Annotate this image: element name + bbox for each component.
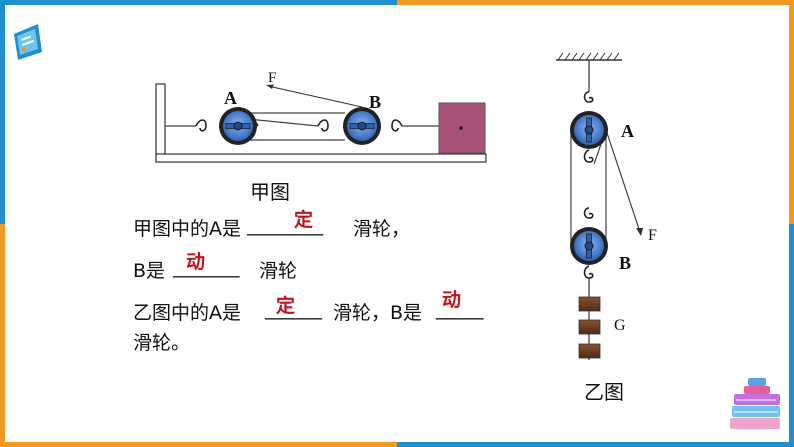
hook-icon	[195, 119, 207, 132]
pulley-a-icon	[570, 111, 608, 149]
q2-answer: 动	[186, 251, 206, 273]
wall	[155, 83, 166, 162]
figure-yi-diagram	[556, 52, 643, 360]
q3-answer-2: 动	[442, 289, 462, 311]
pulley-a-icon	[219, 107, 257, 145]
q3-middle: 滑轮，B是	[333, 302, 423, 324]
q2-prefix: B是	[133, 260, 166, 282]
jia-caption: 甲图	[250, 180, 290, 204]
q3-prefix: 乙图中的A是	[133, 302, 241, 324]
yi-caption: 乙图	[584, 380, 624, 404]
jia-label-a: A	[224, 88, 237, 108]
q2-suffix: 滑轮	[259, 260, 298, 282]
q3-blank: ______	[265, 298, 322, 320]
frame-top-right-bar	[397, 0, 794, 5]
q2-blank: _______	[173, 256, 240, 278]
frame-bottom-right-bar	[397, 442, 794, 447]
jia-label-force: F	[268, 70, 277, 86]
pulley-b-icon	[343, 107, 381, 145]
frame-right-top-bar	[789, 0, 794, 224]
yi-label-force: F	[648, 227, 657, 244]
q1-prefix: 甲图中的A是	[133, 218, 241, 240]
weight-block	[578, 343, 601, 359]
hook-icon	[391, 119, 403, 132]
yi-label-weight: G	[614, 317, 626, 334]
floor	[155, 153, 487, 163]
figure-jia-diagram	[155, 83, 487, 163]
q3-blank-2: _____	[436, 298, 484, 320]
q3-suffix: 滑轮。	[133, 332, 191, 354]
frame-right-bottom-bar	[789, 224, 794, 447]
presentation-board-icon	[14, 24, 42, 60]
frame-left-top-bar	[0, 0, 5, 224]
hook-icon	[317, 119, 329, 132]
jia-label-b: B	[369, 92, 382, 112]
q3-answer: 定	[276, 295, 296, 317]
q1-blank: ________	[247, 214, 323, 236]
frame-top-left-bar	[0, 0, 397, 5]
frame-left-bottom-bar	[0, 224, 5, 447]
q1-suffix: 滑轮，	[353, 218, 411, 240]
pulley-b-icon	[570, 227, 608, 265]
q1-answer: 定	[294, 209, 314, 231]
book-stack-icon	[730, 378, 780, 429]
yi-label-a: A	[621, 121, 634, 141]
frame-bottom-left-bar	[0, 442, 397, 447]
yi-label-b: B	[619, 253, 632, 273]
weight-block	[578, 296, 601, 312]
weight-block	[578, 319, 601, 335]
